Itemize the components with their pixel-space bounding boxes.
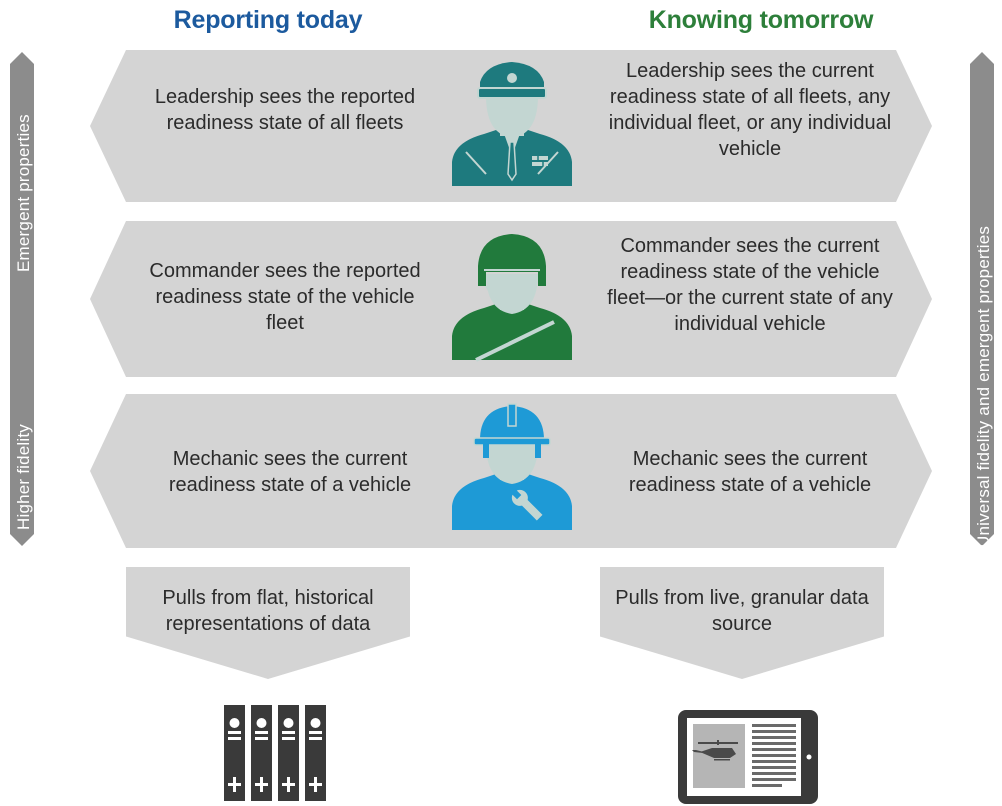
commander-soldier-icon bbox=[452, 234, 572, 362]
right-source-text: Pulls from live, granular data source bbox=[615, 587, 869, 635]
right-side-arrow bbox=[970, 52, 994, 546]
leadership-today-text: Leadership sees the reported readiness s… bbox=[154, 86, 416, 134]
higher-fidelity-label: Higher fidelity bbox=[14, 424, 33, 530]
mechanic-tomorrow-text: Mechanic sees the current readiness stat… bbox=[628, 448, 872, 496]
tablet-helicopter-icon bbox=[678, 710, 818, 804]
left-source-text: Pulls from flat, historical representati… bbox=[162, 587, 374, 635]
server-racks-icon bbox=[224, 705, 326, 801]
heading-knowing-tomorrow: Knowing tomorrow bbox=[648, 6, 874, 34]
mechanic-today-text: Mechanic sees the current readiness stat… bbox=[168, 448, 412, 496]
left-side-arrow bbox=[10, 52, 34, 546]
leadership-tomorrow-text: Leadership sees the current readiness st… bbox=[608, 60, 892, 160]
mechanic-worker-icon bbox=[452, 403, 572, 530]
commander-today-text: Commander sees the reported readiness st… bbox=[149, 260, 421, 334]
leadership-officer-icon bbox=[452, 62, 572, 186]
emergent-properties-label: Emergent properties bbox=[14, 114, 33, 272]
heading-reporting-today: Reporting today bbox=[173, 6, 363, 34]
universal-fidelity-label: Universal fidelity and emergent properti… bbox=[974, 225, 993, 548]
commander-tomorrow-text: Commander sees the current readiness sta… bbox=[607, 235, 893, 335]
